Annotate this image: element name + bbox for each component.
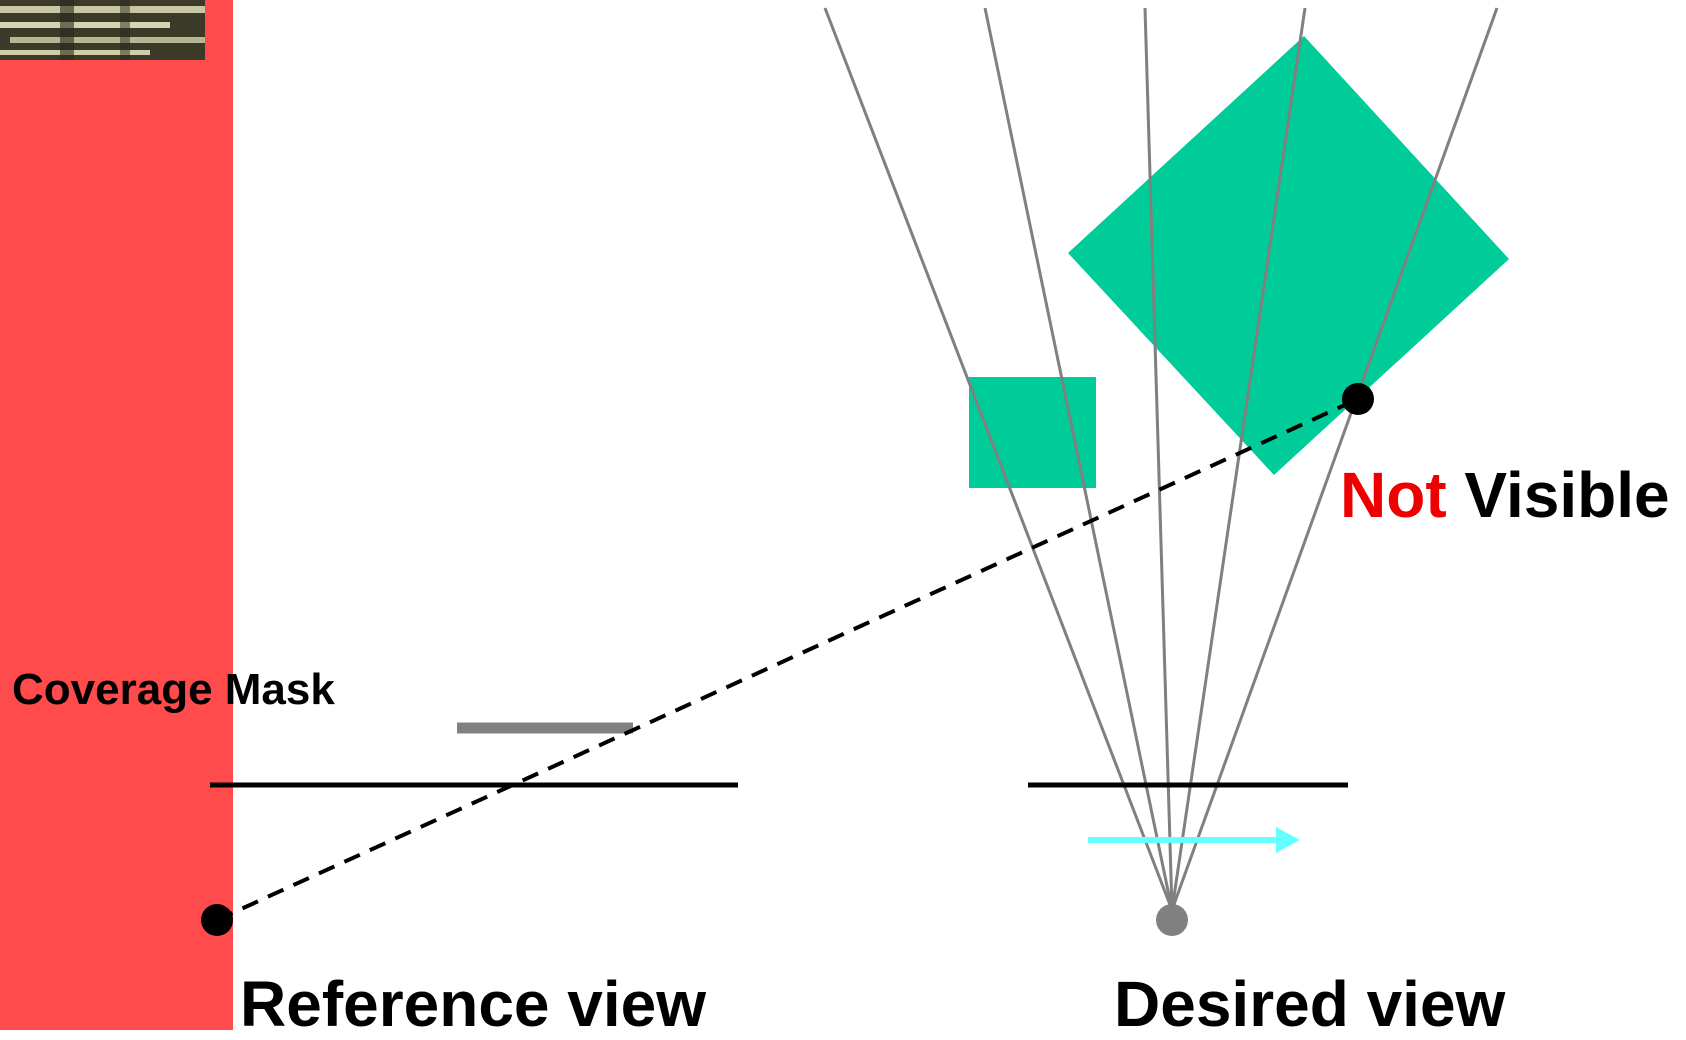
- ray: [1143, 7, 1174, 911]
- not-visible-label: Not Visible: [1340, 463, 1670, 527]
- desired-view-rays: [823, 7, 1499, 911]
- ray: [1170, 7, 1499, 911]
- reference-image-thumbnail: [0, 0, 205, 60]
- coverage-mask-label: Coverage Mask: [12, 668, 335, 712]
- ray: [1170, 7, 1307, 911]
- coverage-word: Coverage: [12, 665, 213, 714]
- not-word: Not: [1340, 459, 1447, 531]
- ray: [983, 7, 1174, 911]
- ray: [823, 7, 1174, 911]
- diamond-occluder: [1068, 36, 1509, 475]
- occluded-surface-point: [1342, 383, 1374, 415]
- mask-word: Mask: [224, 665, 335, 714]
- projection-line: [216, 397, 1359, 922]
- visible-word: Visible: [1464, 459, 1670, 531]
- coverage-mask-panel: [0, 0, 233, 1030]
- reference-pixel-point: [201, 904, 233, 936]
- square-occluder: [969, 377, 1096, 488]
- reference-view-label: Reference view: [240, 968, 707, 1040]
- desired-camera-center: [1156, 904, 1188, 936]
- desired-view-label: Desired view: [1114, 968, 1506, 1040]
- camera-motion-arrow: [1088, 827, 1300, 853]
